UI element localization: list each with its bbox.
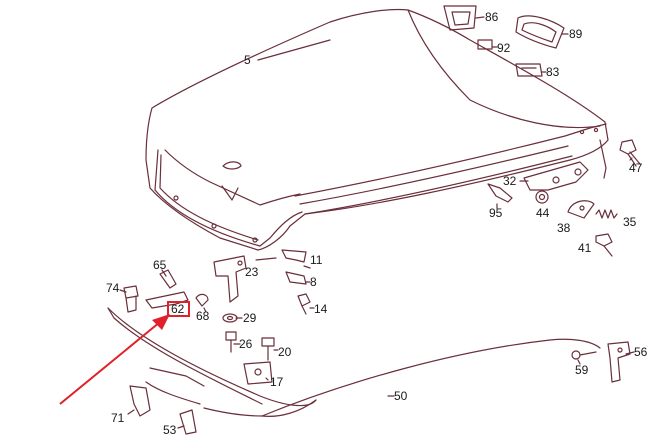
part-14-screw (297, 293, 311, 315)
label-part-5: 5 (244, 53, 251, 67)
front-crossmember (107, 307, 317, 407)
label-part-71: 71 (111, 411, 125, 425)
leader-59 (577, 359, 581, 365)
part-35-spring (595, 209, 618, 219)
label-part-20: 20 (278, 345, 292, 359)
part-95-shape (487, 183, 513, 203)
label-part-68: 68 (196, 309, 210, 323)
part-8-shape (285, 271, 307, 285)
part-26-screw (225, 331, 237, 353)
label-part-89: 89 (569, 27, 583, 41)
label-part-95: 95 (489, 206, 503, 220)
highlight-arrow (59, 321, 161, 405)
part-92-shape (477, 39, 493, 50)
part-47-bolt (619, 139, 641, 167)
label-part-8: 8 (310, 275, 317, 289)
label-part-32: 32 (503, 174, 517, 188)
highlight-arrowhead (152, 314, 170, 330)
leader-5 (257, 39, 331, 61)
label-part-56: 56 (634, 345, 648, 359)
leader-23 (255, 257, 277, 261)
leader-53 (177, 425, 185, 429)
label-part-14: 14 (314, 302, 328, 316)
part-20-screw (261, 337, 275, 361)
label-part-59: 59 (575, 363, 589, 377)
label-part-74: 74 (106, 281, 120, 295)
hood-panel (145, 8, 609, 251)
part-71-shape (129, 385, 151, 417)
label-part-41: 41 (578, 241, 592, 255)
part-59-clip (571, 350, 597, 360)
label-part-23: 23 (245, 265, 259, 279)
part-23-bracket (213, 255, 247, 303)
label-part-11: 11 (310, 253, 323, 267)
label-part-83: 83 (546, 65, 560, 79)
highlight-marker (59, 301, 190, 405)
part-17-latch (243, 361, 273, 385)
label-part-44: 44 (536, 206, 550, 220)
part-29-washer (222, 313, 238, 323)
label-part-26: 26 (239, 337, 253, 351)
part-11-shape (281, 249, 307, 263)
part-68-shape (195, 293, 209, 307)
part-38-shape (567, 200, 595, 219)
part-86-shape (443, 5, 477, 31)
leader-17 (265, 377, 269, 381)
part-65-shape (159, 269, 177, 289)
label-part-35: 35 (623, 215, 637, 229)
leader-11 (303, 265, 311, 269)
part-56-handle (607, 341, 631, 383)
part-32-hinge (523, 161, 589, 191)
label-part-50: 50 (394, 389, 408, 403)
label-part-86: 86 (485, 10, 499, 24)
part-44-nut (535, 190, 549, 204)
part-89-shape (515, 15, 565, 49)
leader-65 (161, 269, 167, 277)
leader-56 (625, 351, 635, 355)
label-part-65: 65 (153, 258, 167, 272)
label-part-17: 17 (270, 375, 284, 389)
part-41-bolt (595, 233, 613, 257)
label-part-92: 92 (497, 41, 511, 55)
part-53-shape (179, 409, 197, 435)
part-83-shape (515, 63, 543, 77)
leader-71 (127, 409, 135, 415)
leader-86 (475, 16, 485, 19)
leader-74 (119, 289, 127, 293)
label-part-47: 47 (629, 161, 643, 175)
highlight-box (167, 301, 190, 317)
label-part-29: 29 (243, 311, 257, 325)
leader-47 (629, 157, 633, 161)
label-part-38: 38 (557, 221, 571, 235)
release-cable (145, 338, 601, 417)
part-74-bumper (123, 285, 139, 313)
label-part-53: 53 (163, 423, 177, 437)
leader-68 (203, 307, 207, 313)
label-part-62: 62 (171, 302, 185, 316)
